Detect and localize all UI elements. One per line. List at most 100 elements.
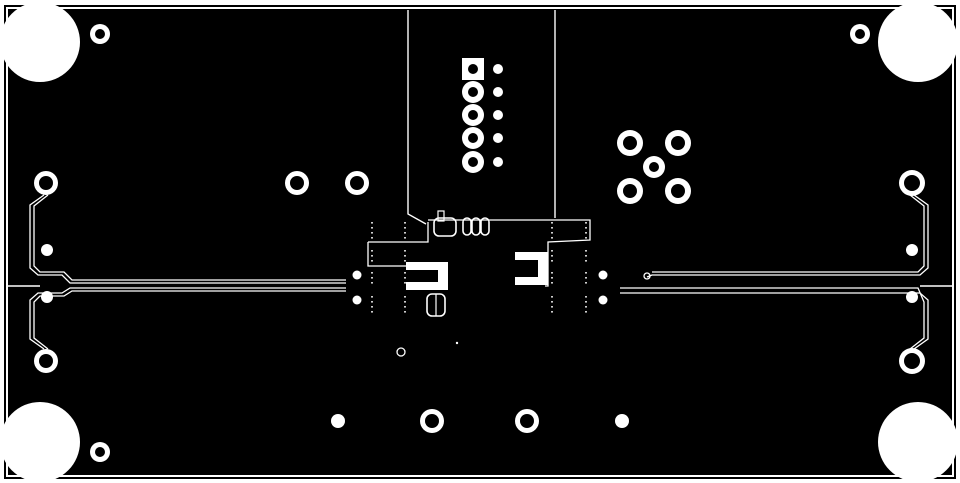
header-pin-drill [468,133,478,143]
stitch-via [371,272,373,274]
stitch-via [585,311,587,313]
stitch-via [371,255,373,257]
corner-vias [90,24,870,462]
header-pin-drill [468,64,478,74]
component-capacitor [480,217,490,236]
via-drill [95,447,105,457]
edge-pads-right [899,170,925,374]
stitch-via [404,282,406,284]
stitch-via [585,255,587,257]
mounting-hole-bottom-left [0,402,80,482]
stitch-via [371,237,373,239]
trace-right-top-inner [652,194,925,273]
stitch-via [371,277,373,279]
header-pin-drill [468,157,478,167]
mounting-hole-top-right [878,2,958,82]
stitch-via [404,277,406,279]
header-pin-right [493,133,503,143]
stitch-via [551,222,553,224]
stitch-via [371,296,373,298]
stitch-via [371,250,373,252]
trace-right-bottom-outer [620,292,929,350]
stitch-via [551,260,553,262]
stitch-via [404,227,406,229]
mounting-hole-bottom-right [878,402,958,482]
stitch-via [585,232,587,234]
stitch-via [404,260,406,262]
stitch-via [371,306,373,308]
stitch-via [404,237,406,239]
stitch-via [585,282,587,284]
bottom-vias [331,409,629,433]
stitch-via [371,282,373,284]
trace-left-bottom-outer [29,287,346,350]
trace-left-bottom-inner [33,290,346,350]
trace-left-top-inner [33,194,346,281]
header-pin-right [493,64,503,74]
signal-traces-left [29,194,346,350]
stitch-via [585,227,587,229]
stitch-via [371,227,373,229]
header-pin-drill [468,110,478,120]
stitch-via [551,301,553,303]
component-small-pad [437,210,445,222]
stitch-via [551,272,553,274]
stitch-via [371,232,373,234]
via-drill [95,29,105,39]
stitch-via [585,250,587,252]
central-component-area [352,210,608,357]
edge-pads-left [34,171,58,373]
via-drill [855,29,865,39]
stitch-via [404,306,406,308]
stitch-via [371,301,373,303]
header-pin-right [493,157,503,167]
stitch-via [404,222,406,224]
stitch-via [551,255,553,257]
mid-vias-left [285,171,369,195]
stitch-via [585,306,587,308]
stitch-via [551,282,553,284]
split-line-left [407,10,427,225]
stitch-via [551,227,553,229]
component-capacitor [471,217,481,236]
stitch-via [585,296,587,298]
stitch-via [371,222,373,224]
stitch-via [585,301,587,303]
copper-island-left-outline [367,222,429,267]
component-inductor [433,217,457,237]
component-u-pad-right [515,252,548,285]
stitch-via [551,277,553,279]
component-u-pad-left [406,262,448,290]
coax-connector-footprint [617,130,691,204]
stitch-via [585,272,587,274]
stitch-via [585,237,587,239]
stitch-via [551,311,553,313]
trace-right-bottom-inner [620,287,925,350]
stitch-via [585,260,587,262]
stitch-via [404,255,406,257]
trace-right-top-outer [646,194,929,278]
signal-traces-right [620,194,929,350]
component-capacitor [462,217,472,236]
stitch-via [551,237,553,239]
stitch-via [585,277,587,279]
stitch-via [404,250,406,252]
stitch-via [404,311,406,313]
stitch-via [551,296,553,298]
stitch-via [404,232,406,234]
mounting-hole-top-left [0,2,80,82]
trace-right-via [643,272,651,280]
header-connector [462,58,503,173]
copper-island-right-outline [428,219,591,287]
trace-left-top-outer [29,194,346,284]
stitch-via [551,232,553,234]
stitching-vias [371,222,587,313]
header-pin-right [493,110,503,120]
stitch-via [551,306,553,308]
stitch-via [371,260,373,262]
stitch-via [371,311,373,313]
stitch-via [404,296,406,298]
